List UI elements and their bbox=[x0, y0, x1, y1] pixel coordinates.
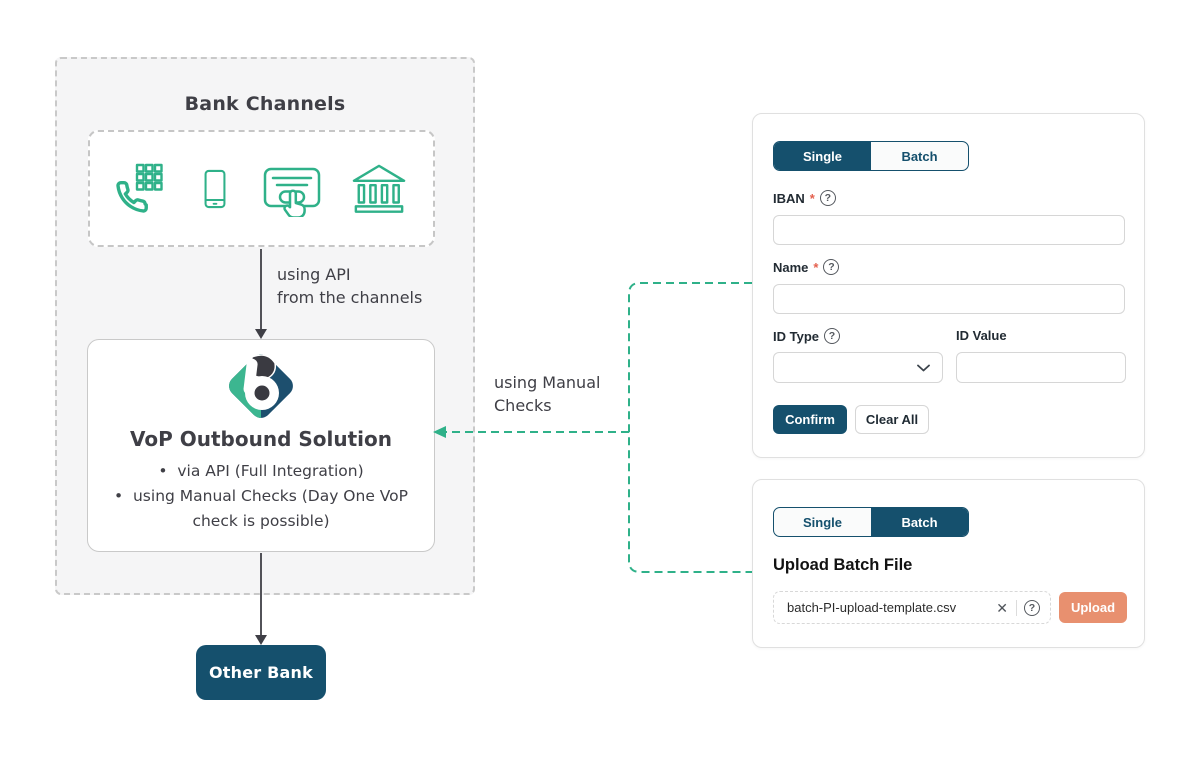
single-check-panel: Single Batch IBAN * ? Name * ? ID Type ?… bbox=[752, 113, 1145, 458]
vop-bullet-manual: using Manual Checks (Day One VoP check i… bbox=[96, 484, 426, 534]
using-api-line1: using API bbox=[277, 265, 351, 284]
using-api-line2: from the channels bbox=[277, 288, 423, 307]
vop-bullet-list: via API (Full Integration) using Manual … bbox=[88, 459, 434, 534]
bank-channels-title: Bank Channels bbox=[184, 93, 346, 115]
divider bbox=[1016, 599, 1017, 616]
batch-upload-panel: Single Batch Upload Batch File batch-PI-… bbox=[752, 479, 1145, 648]
id-value-label-row: ID Value bbox=[956, 328, 1007, 343]
name-label: Name bbox=[773, 259, 809, 275]
help-icon[interactable]: ? bbox=[823, 259, 840, 275]
smartphone-icon bbox=[193, 162, 237, 216]
id-value-input[interactable] bbox=[956, 352, 1126, 383]
other-bank-label: Other Bank bbox=[209, 663, 313, 682]
name-input[interactable] bbox=[773, 284, 1125, 314]
tab-batch[interactable]: Batch bbox=[871, 508, 968, 536]
other-bank-node: Other Bank bbox=[196, 645, 326, 700]
name-label-row: Name * ? bbox=[773, 259, 840, 275]
id-type-label: ID Type bbox=[773, 328, 819, 344]
help-icon[interactable]: ? bbox=[819, 190, 836, 206]
tab-single-label: Single bbox=[802, 514, 842, 530]
required-marker: * bbox=[813, 259, 819, 275]
bank-building-icon bbox=[347, 162, 411, 216]
manual-checks-line2: Checks bbox=[494, 396, 552, 415]
id-type-select[interactable] bbox=[773, 352, 943, 383]
tab-batch-label: Batch bbox=[901, 514, 938, 530]
vop-logo-icon bbox=[229, 354, 293, 418]
vop-title: VoP Outbound Solution bbox=[130, 427, 392, 451]
tab-batch[interactable]: Batch bbox=[871, 142, 968, 170]
required-marker: * bbox=[809, 190, 815, 206]
clear-all-button[interactable]: Clear All bbox=[855, 405, 929, 434]
vop-outbound-solution-box: VoP Outbound Solution via API (Full Inte… bbox=[87, 339, 435, 552]
confirm-button[interactable]: Confirm bbox=[773, 405, 847, 434]
vop-bullet-api: via API (Full Integration) bbox=[96, 459, 426, 484]
manual-checks-line1: using Manual bbox=[494, 373, 601, 392]
help-icon[interactable]: ? bbox=[1024, 599, 1040, 616]
id-value-label: ID Value bbox=[956, 328, 1007, 343]
phone-keypad-icon bbox=[112, 162, 170, 216]
help-icon[interactable]: ? bbox=[824, 328, 840, 344]
chevron-down-icon bbox=[917, 364, 930, 371]
file-upload-field[interactable]: batch-PI-upload-template.csv ✕ ? bbox=[773, 591, 1051, 624]
tab-batch-label: Batch bbox=[901, 148, 938, 164]
upload-batch-file-heading: Upload Batch File bbox=[773, 556, 913, 574]
id-type-label-row: ID Type ? bbox=[773, 328, 840, 344]
using-api-label: using API from the channels bbox=[277, 263, 422, 309]
upload-button[interactable]: Upload bbox=[1059, 592, 1127, 623]
clear-file-icon[interactable]: ✕ bbox=[996, 599, 1008, 616]
channel-icons-box bbox=[88, 130, 435, 247]
tab-single-label: Single bbox=[802, 148, 842, 164]
iban-input[interactable] bbox=[773, 215, 1125, 245]
using-manual-checks-label: using Manual Checks bbox=[494, 371, 600, 417]
tab-single[interactable]: Single bbox=[774, 142, 871, 170]
single-panel-tabs: Single Batch bbox=[773, 141, 969, 171]
iban-label-row: IBAN * ? bbox=[773, 190, 836, 206]
batch-panel-tabs: Single Batch bbox=[773, 507, 969, 537]
tab-single[interactable]: Single bbox=[774, 508, 871, 536]
file-name-text: batch-PI-upload-template.csv bbox=[787, 600, 957, 615]
card-terminal-touch-icon bbox=[260, 161, 324, 217]
iban-label: IBAN bbox=[773, 190, 805, 206]
